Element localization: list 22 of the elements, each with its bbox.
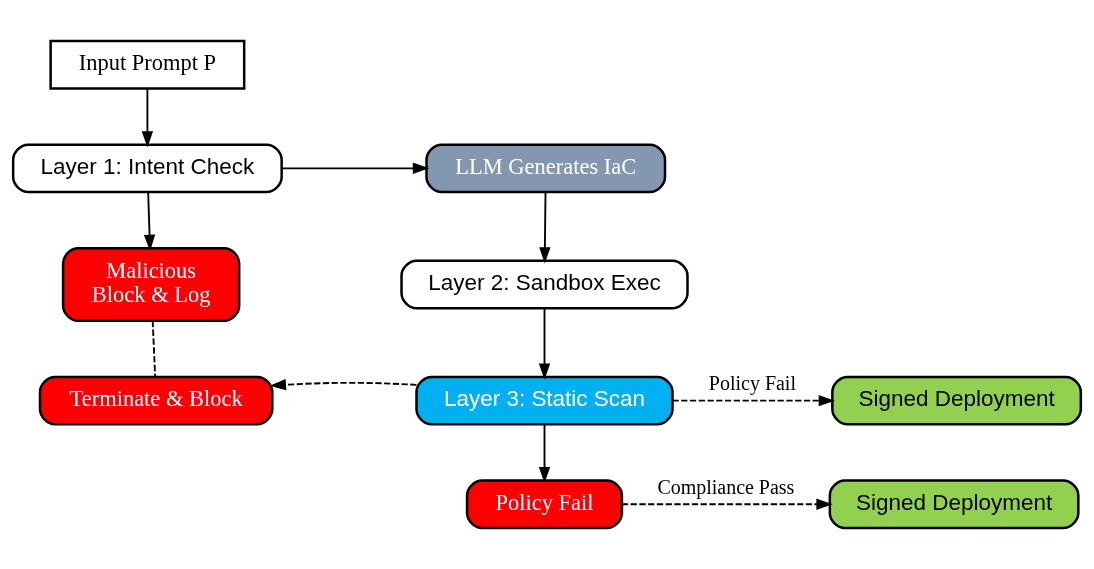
edge-label: Compliance Pass — [657, 476, 795, 499]
node-box: Input Prompt P — [49, 39, 246, 90]
edge-label: Policy Fail — [708, 372, 796, 395]
node-box: Layer 3: Static Scan — [415, 375, 674, 426]
node-box: Policy Fail — [465, 479, 624, 530]
arrow — [538, 307, 551, 380]
arrow — [539, 191, 551, 264]
connector — [151, 320, 157, 378]
node-box: Signed Deployment — [828, 479, 1080, 530]
arrow — [143, 191, 156, 252]
node-box: Malicious Block & Log — [61, 247, 241, 322]
arrow — [269, 379, 418, 391]
arrow — [621, 498, 833, 510]
node-box: Signed Deployment — [831, 375, 1083, 426]
arrow — [671, 394, 835, 407]
arrow — [538, 423, 551, 484]
node-box: Layer 1: Intent Check — [11, 143, 283, 194]
node-box: LLM Generates IaC — [425, 143, 667, 194]
node-box: Layer 2: Sandbox Exec — [400, 259, 689, 310]
arrow — [141, 88, 154, 148]
arrow — [281, 162, 430, 175]
node-box: Terminate & Block — [38, 375, 274, 426]
